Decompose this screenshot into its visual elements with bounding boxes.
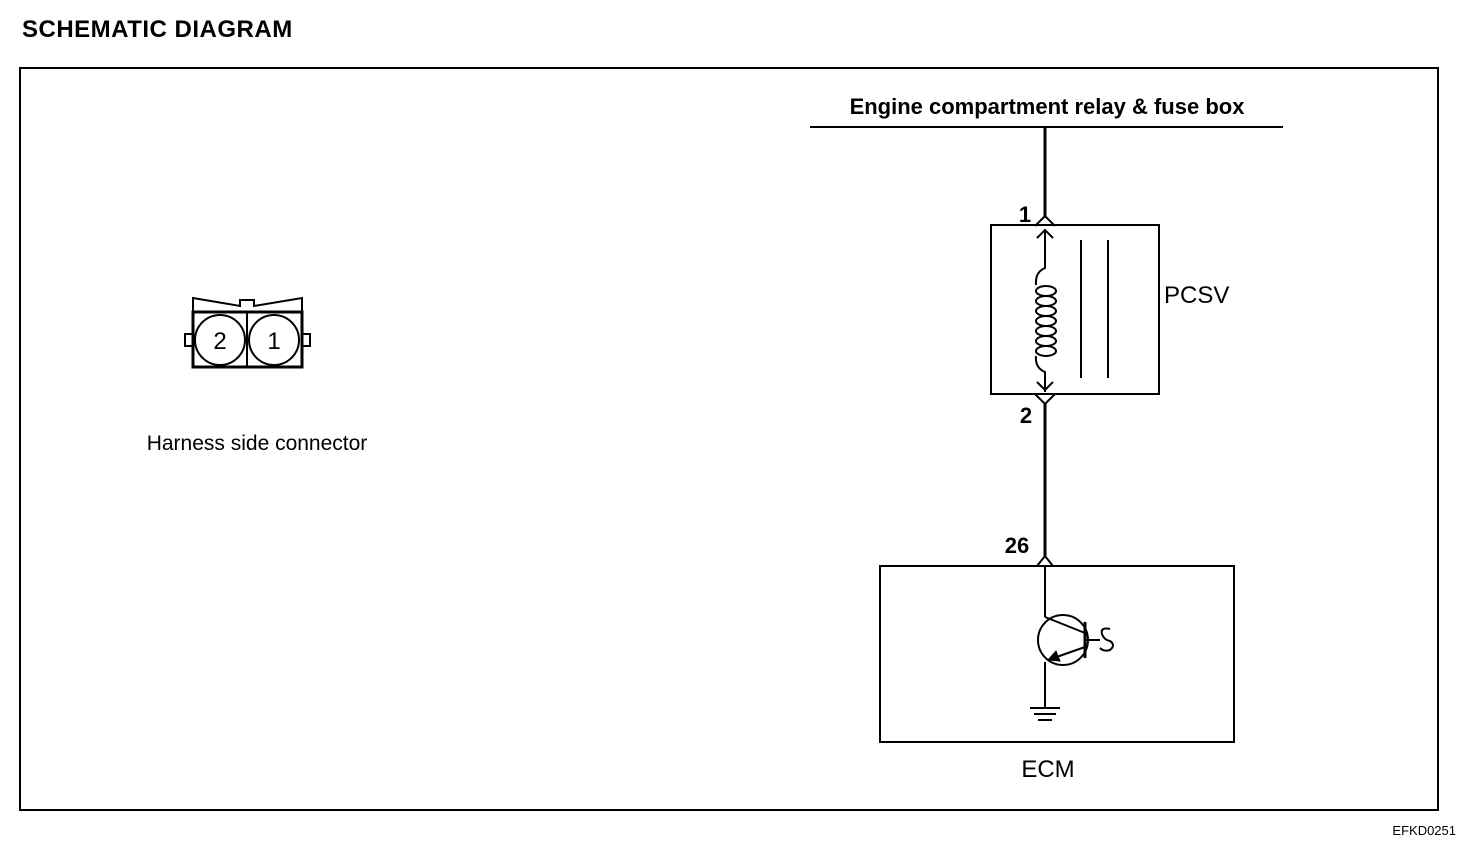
connector-caption: Harness side connector <box>147 432 368 455</box>
coil-lead-top <box>1034 230 1046 286</box>
ecm-terminal-26 <box>1036 554 1054 567</box>
connector-pin-1 <box>248 314 300 366</box>
ecm-pin-26-label: 26 <box>1005 533 1029 558</box>
emitter-arrow-icon <box>1046 650 1061 662</box>
pcsv-terminal-2 <box>1034 393 1056 406</box>
connector-key-left <box>184 333 194 347</box>
pcsv-pin-2-label: 2 <box>1020 403 1032 428</box>
pcsv-solenoid <box>990 214 1160 406</box>
signal-icon <box>1099 627 1114 652</box>
diagram-frame <box>19 67 1439 811</box>
connector-pin-1-label: 1 <box>267 328 280 355</box>
page-title: SCHEMATIC DIAGRAM <box>22 16 293 43</box>
ground-icon <box>1030 707 1060 721</box>
ecm-module <box>879 554 1235 743</box>
pcsv-label: PCSV <box>1164 282 1229 309</box>
pcsv-terminal-1 <box>1034 214 1056 227</box>
coil-arrow-bottom <box>1036 381 1054 392</box>
connector-pin-2-label: 2 <box>213 328 226 355</box>
figure-code: EFKD0251 <box>1392 823 1456 838</box>
connector-pin-2 <box>194 314 246 366</box>
ecm-label: ECM <box>1021 756 1074 783</box>
ecm-box <box>879 565 1235 743</box>
source-label: Engine compartment relay & fuse box <box>850 94 1246 119</box>
connector-key-right <box>301 333 311 347</box>
pcsv-pin-1-label: 1 <box>1019 202 1031 227</box>
transistor-symbol <box>1037 614 1089 666</box>
connector-latch <box>192 296 303 313</box>
pcsv-box <box>990 224 1160 395</box>
transistor-collector <box>1044 616 1086 634</box>
solenoid-coil <box>1035 285 1057 357</box>
harness-connector: 2 1 <box>184 296 311 369</box>
coil-lead-bottom <box>1034 355 1046 392</box>
